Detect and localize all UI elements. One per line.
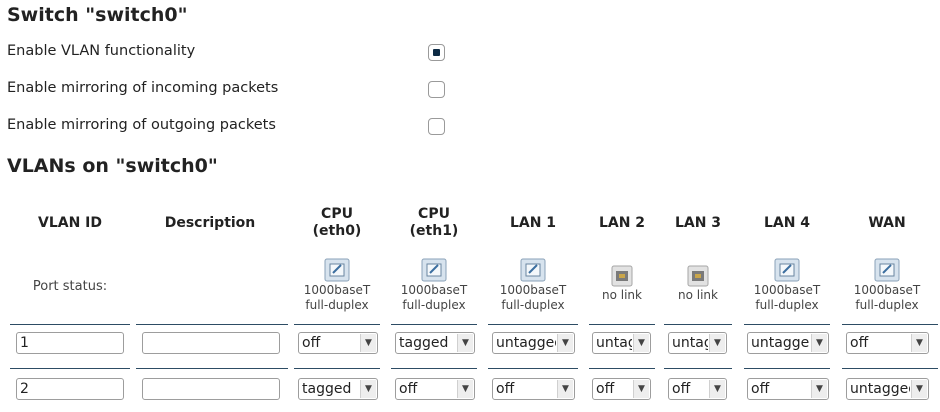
row-divider — [842, 324, 938, 325]
port-status-cpu-eth0-duplex: full-duplex — [305, 298, 369, 312]
enable-vlan-checkbox[interactable] — [428, 44, 445, 61]
port-status-lan1-speed: 1000baseT — [499, 283, 567, 297]
row-divider — [664, 324, 732, 325]
port-status-cpu-eth1-speed: 1000baseT — [400, 283, 468, 297]
port-cpu-eth1-select[interactable]: off▼ — [395, 378, 475, 400]
ethernet-port-up-icon — [421, 258, 447, 282]
chevron-down-icon: ▼ — [811, 334, 827, 352]
ethernet-port-down-icon — [611, 265, 633, 287]
ethernet-port-down-icon — [687, 265, 709, 287]
row-divider — [10, 368, 130, 369]
col-header-cpu-eth1-line1: CPU — [418, 206, 450, 222]
row-divider — [842, 368, 938, 369]
chevron-down-icon: ▼ — [811, 380, 827, 398]
chevron-down-icon: ▼ — [360, 334, 376, 352]
port-status-lan3: no link — [664, 265, 732, 303]
port-lan4-select[interactable]: untagged▼ — [747, 332, 829, 354]
row-divider — [744, 324, 830, 325]
port-status-lan4-speed: 1000baseT — [753, 283, 821, 297]
port-wan-select[interactable]: off▼ — [846, 332, 929, 354]
chevron-down-icon: ▼ — [709, 380, 725, 398]
port-cpu-eth1-select[interactable]: tagged▼ — [395, 332, 475, 354]
port-lan1-select[interactable]: untagged▼ — [492, 332, 575, 354]
row-divider — [488, 324, 578, 325]
col-header-wan: WAN — [868, 215, 906, 231]
row-divider — [294, 368, 380, 369]
port-status-wan: 1000baseT full-duplex — [842, 258, 932, 313]
col-header-lan1: LAN 1 — [509, 215, 557, 231]
chevron-down-icon: ▼ — [557, 380, 573, 398]
mirror-incoming-checkbox[interactable] — [428, 81, 445, 98]
port-status-lan1-duplex: full-duplex — [501, 298, 565, 312]
mirror-outgoing-checkbox[interactable] — [428, 118, 445, 135]
row-divider — [589, 324, 655, 325]
col-header-lan2: LAN 2 — [598, 215, 646, 231]
port-status-lan4: 1000baseT full-duplex — [744, 258, 830, 313]
port-status-lan2: no link — [590, 265, 654, 303]
port-status-cpu-eth0: 1000baseT full-duplex — [294, 258, 380, 313]
ethernet-port-up-icon — [520, 258, 546, 282]
port-lan1-select[interactable]: off▼ — [492, 378, 575, 400]
vlan-description-input[interactable] — [142, 332, 280, 354]
ethernet-port-up-icon — [874, 258, 900, 282]
port-status-lan2-text: no link — [602, 288, 642, 302]
row-divider — [391, 324, 477, 325]
port-status-wan-duplex: full-duplex — [855, 298, 919, 312]
port-status-lan3-text: no link — [678, 288, 718, 302]
chevron-down-icon: ▼ — [557, 334, 573, 352]
port-cpu-eth0-select[interactable]: off▼ — [298, 332, 378, 354]
col-header-description: Description — [164, 215, 256, 231]
row-divider — [664, 368, 732, 369]
port-status-wan-speed: 1000baseT — [853, 283, 921, 297]
port-status-cpu-eth1-duplex: full-duplex — [402, 298, 466, 312]
port-lan4-select[interactable]: off▼ — [747, 378, 829, 400]
ethernet-port-up-icon — [774, 258, 800, 282]
port-lan2-select[interactable]: untagged▼ — [592, 332, 651, 354]
port-status-lan1: 1000baseT full-duplex — [488, 258, 578, 313]
row-divider — [136, 324, 288, 325]
chevron-down-icon: ▼ — [360, 380, 376, 398]
vlan-id-input[interactable] — [16, 378, 124, 400]
row-divider — [10, 324, 130, 325]
col-header-cpu-eth1-line2: (eth1) — [409, 223, 459, 239]
switch-title: Switch "switch0" — [7, 4, 188, 26]
vlan-description-input[interactable] — [142, 378, 280, 400]
chevron-down-icon: ▼ — [457, 334, 473, 352]
row-divider — [488, 368, 578, 369]
port-lan3-select[interactable]: off▼ — [668, 378, 727, 400]
chevron-down-icon: ▼ — [633, 380, 649, 398]
col-header-cpu-eth0-line2: (eth0) — [312, 223, 362, 239]
col-header-vlan-id: VLAN ID — [37, 215, 102, 231]
row-divider — [294, 324, 380, 325]
port-status-cpu-eth0-speed: 1000baseT — [303, 283, 371, 297]
chevron-down-icon: ▼ — [457, 380, 473, 398]
port-status-cpu-eth1: 1000baseT full-duplex — [391, 258, 477, 313]
mirror-outgoing-label: Enable mirroring of outgoing packets — [7, 117, 276, 133]
row-divider — [744, 368, 830, 369]
row-divider — [391, 368, 477, 369]
port-lan3-select[interactable]: untagged▼ — [668, 332, 727, 354]
col-header-lan4: LAN 4 — [763, 215, 811, 231]
port-lan2-select[interactable]: off▼ — [592, 378, 651, 400]
vlan-id-input[interactable] — [16, 332, 124, 354]
col-header-cpu-eth1: CPU (eth1) — [391, 206, 477, 240]
port-wan-select[interactable]: untagged▼ — [846, 378, 929, 400]
row-divider — [136, 368, 288, 369]
port-cpu-eth0-select[interactable]: tagged▼ — [298, 378, 378, 400]
port-status-label: Port status: — [32, 279, 108, 294]
row-divider — [589, 368, 655, 369]
chevron-down-icon: ▼ — [911, 380, 927, 398]
ethernet-port-up-icon — [324, 258, 350, 282]
enable-vlan-label: Enable VLAN functionality — [7, 43, 196, 59]
col-header-lan3: LAN 3 — [674, 215, 722, 231]
mirror-incoming-label: Enable mirroring of incoming packets — [7, 80, 279, 96]
col-header-cpu-eth0-line1: CPU — [321, 206, 353, 222]
chevron-down-icon: ▼ — [633, 334, 649, 352]
chevron-down-icon: ▼ — [709, 334, 725, 352]
chevron-down-icon: ▼ — [911, 334, 927, 352]
port-status-lan4-duplex: full-duplex — [755, 298, 819, 312]
col-header-cpu-eth0: CPU (eth0) — [294, 206, 380, 240]
vlans-title: VLANs on "switch0" — [7, 155, 218, 177]
